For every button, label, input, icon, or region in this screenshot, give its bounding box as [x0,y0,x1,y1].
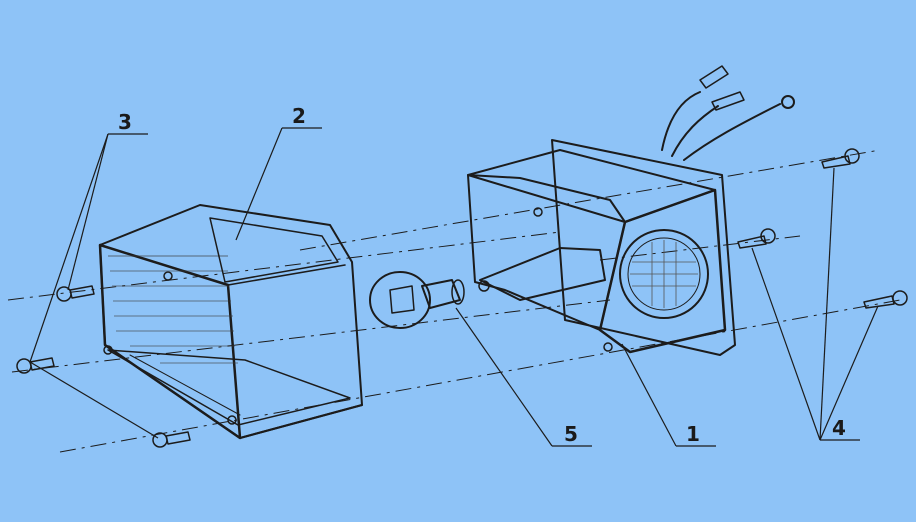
screws [16,148,908,448]
bulb [369,271,465,329]
screw-right-top [821,148,860,169]
lens [98,204,363,440]
callout-lens: 2 [292,104,306,128]
housing [467,65,795,356]
callout-lens-screws: 3 [118,110,132,134]
screw-left-mid [16,357,55,374]
screw-right-bottom [863,290,908,309]
callout-housing-screws: 4 [832,416,846,440]
screw-right-mid [737,228,776,249]
callout-housing: 1 [686,422,700,446]
screw-left-bottom [152,431,191,448]
reflector-grid [630,240,698,308]
callout-bulb: 5 [564,422,578,446]
screw-left-top [56,285,95,302]
lens-texture [108,255,238,364]
leader-lines [29,127,879,447]
